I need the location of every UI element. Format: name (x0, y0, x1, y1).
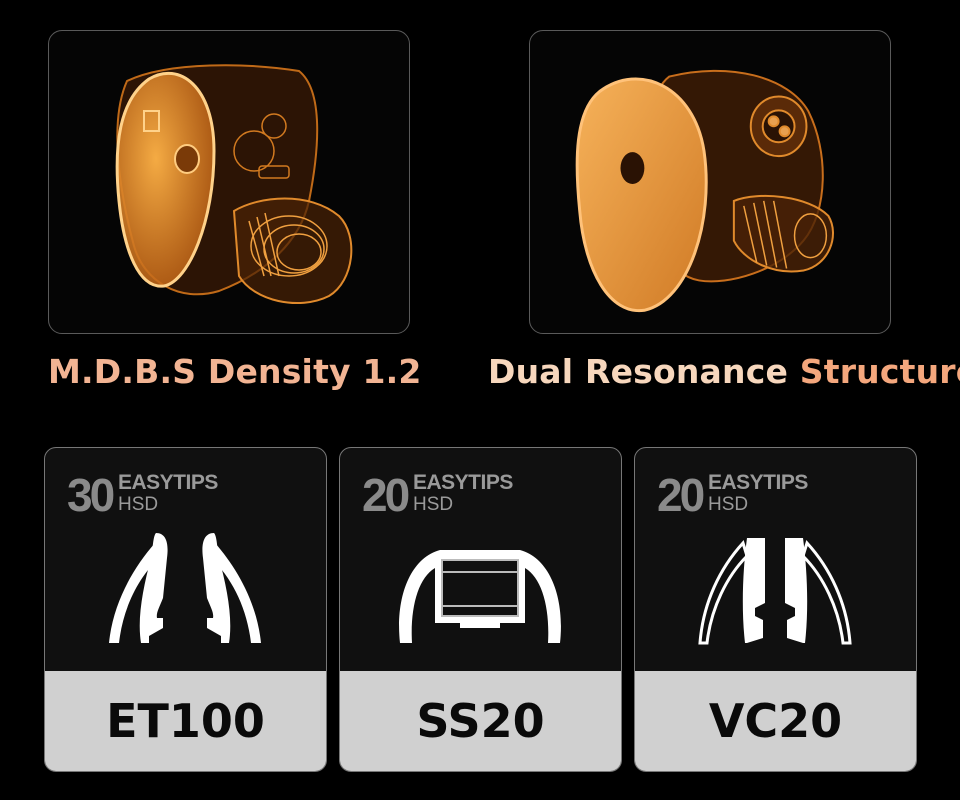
ear-tip-card-vc20: 20 EASYTIPS HSD VC20 (634, 447, 917, 772)
tip-brand-sub: HSD (413, 494, 454, 515)
tip-size: 30 (67, 469, 115, 521)
tip-model-label: ET100 (45, 671, 326, 771)
ear-tip-card-ss20: 20 EASYTIPS HSD SS20 (339, 447, 622, 772)
caption-text: Dual Resonance (488, 352, 800, 391)
ear-tip-card-et100: 30 EASYTIPS HSD ET100 (44, 447, 327, 772)
solid-shell-render (575, 69, 834, 313)
mdbs-render-panel (48, 30, 410, 334)
tip-size: 20 (657, 469, 705, 521)
tip-model-label: VC20 (635, 671, 916, 771)
tip-brand-sub: HSD (708, 494, 749, 515)
ear-tip-cross-section-icon (399, 550, 561, 643)
tip-brand-name: EASYTIPS (708, 471, 808, 494)
feature-caption-dual-resonance: Dual Resonance Structure (488, 350, 960, 394)
ear-tip-cross-section-icon (109, 533, 261, 643)
tip-brand-name: EASYTIPS (413, 471, 513, 494)
tip-brand-sub: HSD (118, 494, 159, 515)
feature-caption-mdbs: M.D.B.S Density 1.2 (48, 350, 421, 394)
tip-model-label: SS20 (340, 671, 621, 771)
ear-tip-cross-section-icon (698, 538, 852, 645)
transparent-shell-render (115, 64, 353, 304)
caption-text-highlight: Structure (799, 352, 960, 391)
caption-text: M.D.B.S Density 1.2 (48, 352, 422, 391)
tip-size: 20 (362, 469, 410, 521)
tip-brand-name: EASYTIPS (118, 471, 218, 494)
dual-resonance-render-panel (529, 30, 891, 334)
